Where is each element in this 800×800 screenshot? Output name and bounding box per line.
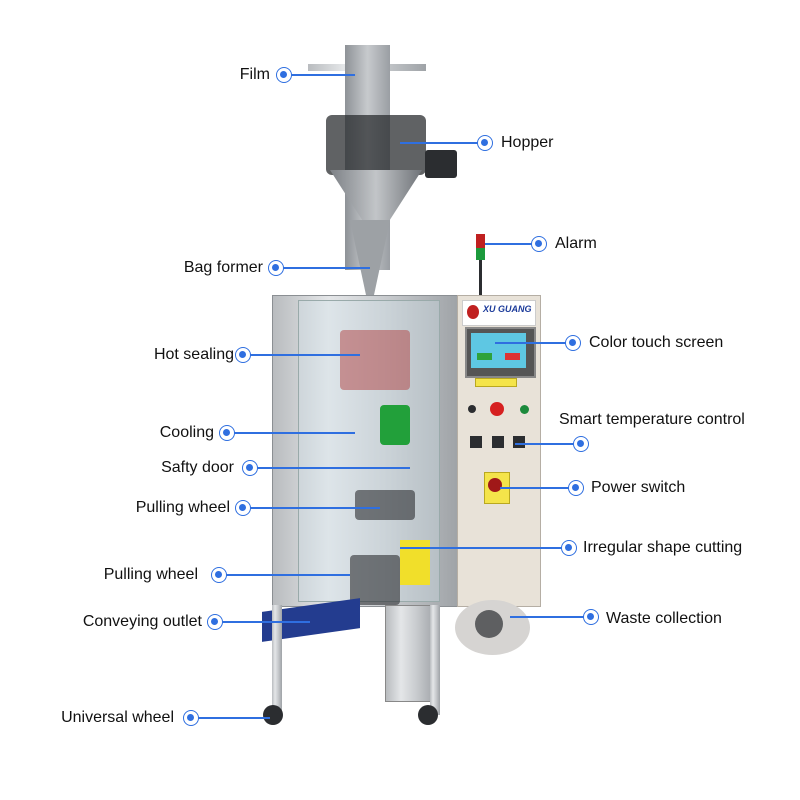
safty-door-line — [250, 467, 410, 469]
alarm-red — [476, 234, 485, 248]
bag-former-line — [276, 267, 370, 269]
cooling-marker — [219, 425, 235, 441]
pulling-wheel-2-marker — [211, 567, 227, 583]
alarm-line — [485, 243, 539, 245]
hopper-marker — [477, 135, 493, 151]
irregular-shape-cutting-line — [400, 547, 569, 549]
film-marker — [276, 67, 292, 83]
label-safty-door: Safty door — [161, 459, 234, 476]
smart-temperature-control-line — [515, 443, 581, 445]
color-touch-screen-marker — [565, 335, 581, 351]
pulling-wheel-lower — [350, 555, 400, 605]
label-pulling-wheel-1: Pulling wheel — [135, 499, 230, 516]
temp-controller-1[interactable] — [470, 436, 482, 448]
label-hopper: Hopper — [501, 134, 554, 151]
label-smart-temperature-control: Smart temperature control — [559, 411, 745, 428]
hot-sealing-line — [243, 354, 360, 356]
waste-outlet — [475, 610, 503, 638]
waste-collection-line — [510, 616, 591, 618]
motor — [425, 150, 457, 178]
irregular-shape-cutting-marker — [561, 540, 577, 556]
conveying-outlet-line — [215, 621, 310, 623]
cooling-unit — [380, 405, 410, 445]
label-alarm: Alarm — [555, 235, 597, 252]
label-hot-sealing: Hot sealing — [153, 346, 234, 363]
conveying-outlet-marker — [207, 614, 223, 630]
label-pulling-wheel-2: Pulling wheel — [103, 566, 198, 583]
power-switch-knob[interactable] — [488, 478, 502, 492]
power-switch-line — [500, 487, 576, 489]
hopper-top — [326, 115, 426, 175]
cooling-line — [227, 432, 355, 434]
pulling-wheel-upper — [355, 490, 415, 520]
label-irregular-shape-cutting: Irregular shape cutting — [583, 539, 743, 556]
label-cooling: Cooling — [159, 424, 214, 441]
label-universal-wheel: Universal wheel — [61, 709, 174, 726]
smart-temperature-control-marker — [573, 436, 589, 452]
start-key[interactable] — [477, 353, 492, 360]
label-power-switch: Power switch — [591, 479, 686, 496]
temp-controller-3[interactable] — [513, 436, 525, 448]
label-film: Film — [239, 66, 270, 83]
temp-controller-2[interactable] — [492, 436, 504, 448]
film-line — [284, 74, 355, 76]
hot-sealing-marker — [235, 347, 251, 363]
logo-mark — [467, 305, 479, 319]
label-waste-collection: Waste collection — [606, 610, 722, 627]
color-touch-screen-line — [495, 342, 573, 344]
safty-door-marker — [242, 460, 258, 476]
alarm-pole — [479, 260, 482, 296]
logo-text: XU GUANG — [483, 304, 532, 314]
universal-wheel-line — [191, 717, 270, 719]
universal-wheel-marker — [183, 710, 199, 726]
stop-key[interactable] — [505, 353, 520, 360]
hopper-line — [400, 142, 485, 144]
bag-former-marker — [268, 260, 284, 276]
hopper-cone — [330, 170, 422, 220]
pulling-wheel-1-marker — [235, 500, 251, 516]
alarm-green — [476, 248, 485, 260]
alarm-marker — [531, 236, 547, 252]
leg-right — [430, 605, 440, 715]
power-switch-marker — [568, 480, 584, 496]
waste-collection-marker — [583, 609, 599, 625]
label-conveying-outlet: Conveying outlet — [82, 613, 202, 630]
touch-screen-display — [471, 333, 526, 368]
emergency-stop-button[interactable] — [490, 402, 504, 416]
pulling-wheel-2-line — [219, 574, 350, 576]
pulling-wheel-1-line — [243, 507, 380, 509]
brand-logo: XU GUANG — [462, 300, 536, 326]
label-color-touch-screen: Color touch screen — [589, 334, 724, 351]
caster-right — [418, 705, 438, 725]
selector-knob[interactable] — [468, 405, 476, 413]
caster-left — [263, 705, 283, 725]
leg-left — [272, 605, 282, 715]
hot-sealing-block — [340, 330, 410, 390]
label-bag-former: Bag former — [183, 259, 263, 276]
green-button[interactable] — [520, 405, 529, 414]
touch-screen[interactable] — [465, 327, 536, 378]
screen-tag — [475, 378, 517, 387]
